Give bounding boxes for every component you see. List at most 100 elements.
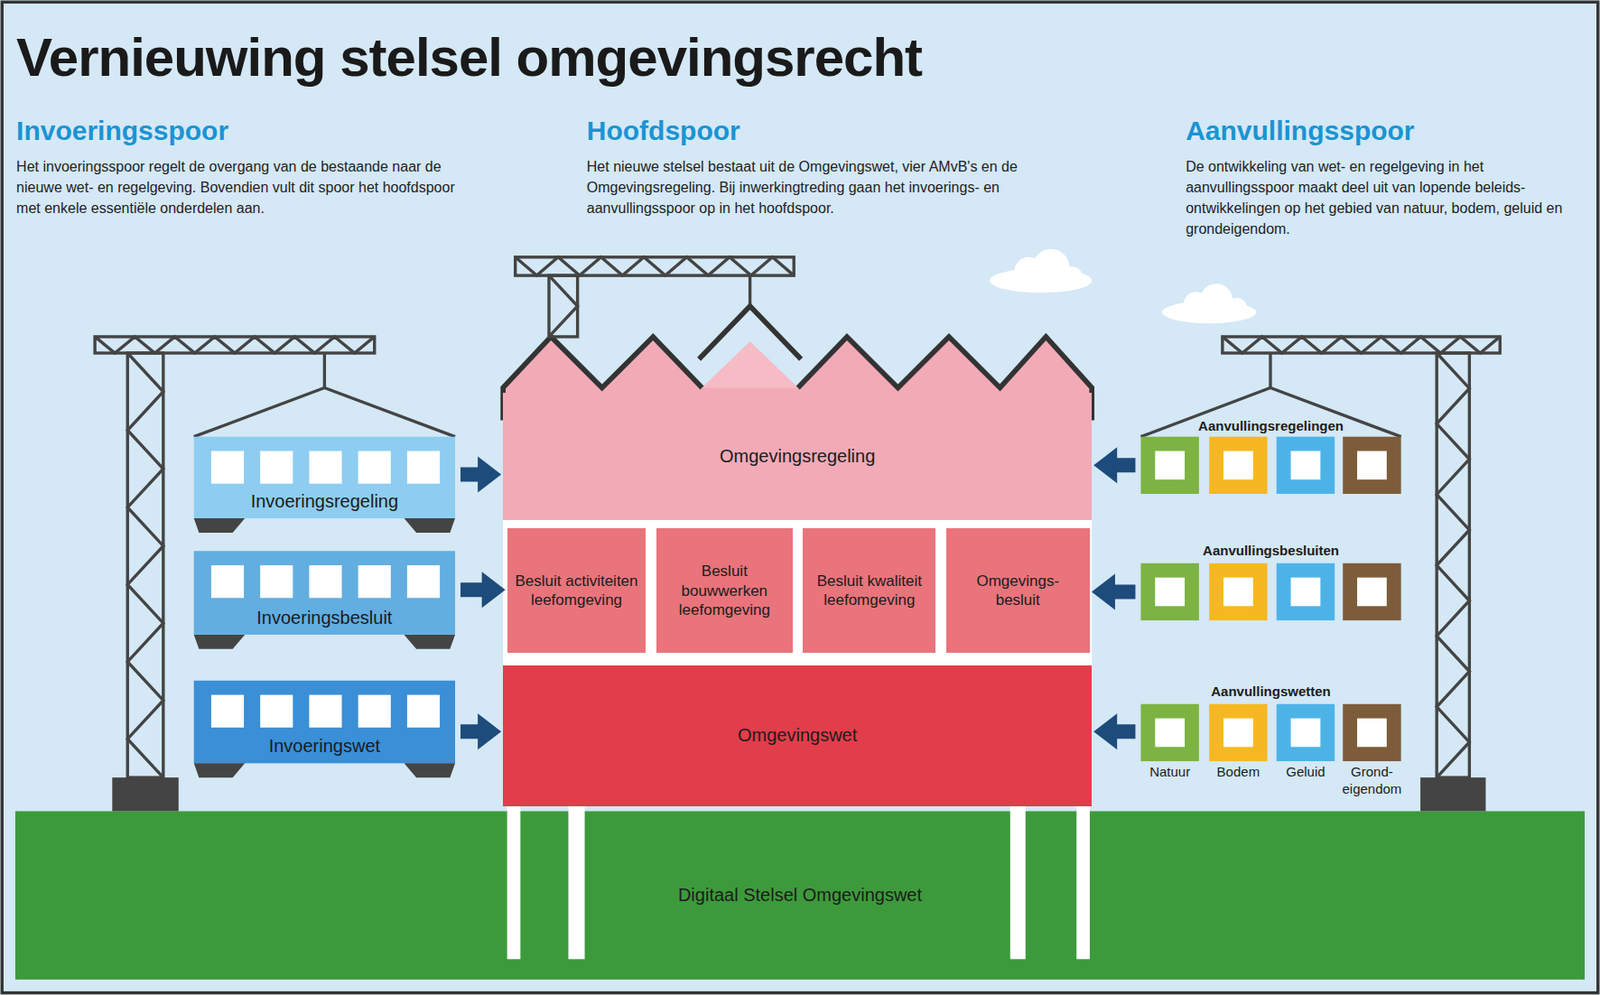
car-window: [260, 565, 293, 598]
lattice-brace: [1222, 336, 1500, 354]
topic-square: [1140, 563, 1199, 621]
track-description: Het invoeringsspoor regelt de overgang v…: [16, 156, 471, 220]
topic-window: [1357, 451, 1387, 481]
arrow-connector: [460, 571, 506, 608]
node-label: Omgevingsregeling: [719, 445, 875, 468]
law-band: Omgevingswet: [502, 665, 1092, 807]
lattice-brace: [515, 257, 795, 276]
arrow-connector: [1093, 713, 1135, 750]
topic-window: [1154, 718, 1185, 748]
node-label: Invoeringsbesluit: [256, 606, 392, 630]
topic-square: [1209, 437, 1267, 494]
track-heading: Hoofdspoor: [586, 115, 1047, 147]
car-window: [358, 695, 391, 728]
topic-square: [1209, 704, 1267, 762]
square-row: [1140, 437, 1401, 762]
decree-box: Besluit kwaliteit leefomgeving: [802, 528, 936, 653]
track-description: De ontwikkeling van wet- en regelgeving …: [1185, 156, 1582, 241]
car-window: [260, 451, 293, 484]
train-car: [194, 680, 456, 778]
topic-window: [1223, 577, 1254, 607]
cloud: [989, 249, 1092, 294]
roof-piece: [702, 342, 799, 389]
node-label: Omgevingswet: [737, 724, 857, 747]
topic-window: [1154, 451, 1185, 481]
topic-window: [1223, 718, 1254, 748]
topic-square: Geluid: [1268, 704, 1343, 782]
regulation-band: Omgevingsregeling: [502, 392, 1092, 521]
topic-window: [1357, 577, 1387, 607]
lattice-frame: [1436, 353, 1470, 778]
topic-window: [1291, 718, 1321, 748]
car-window: [260, 695, 293, 728]
window-row: [211, 451, 440, 728]
car-window: [407, 565, 440, 598]
roof: [502, 336, 1092, 400]
topic-square: Grond- eigendom: [1334, 704, 1409, 799]
lattice-frame: [127, 353, 164, 778]
lattice-brace: [548, 275, 578, 337]
topic-square: [1276, 563, 1335, 621]
arrow-connector: [1091, 573, 1136, 610]
car-window: [308, 695, 342, 728]
topic-square: Bodem: [1200, 704, 1275, 782]
topic-square: [1209, 563, 1267, 621]
decree-box: Omgevings- besluit: [946, 528, 1090, 653]
car-window: [211, 451, 244, 484]
track-heading: Aanvullingsspoor: [1185, 115, 1584, 147]
node-label: Besluit kwaliteit leefomgeving: [807, 571, 932, 611]
train-car: [194, 437, 456, 533]
track-description: Het nieuwe stelsel bestaat uit de Omgevi…: [586, 156, 1036, 220]
car-window: [308, 565, 342, 598]
decree-box: Besluit activiteiten leefomgeving: [507, 528, 647, 653]
topic-square: [1342, 704, 1401, 762]
arrow-connector: [1093, 446, 1135, 484]
train-car-box: Invoeringsregeling: [194, 437, 456, 519]
topic-square: [1276, 437, 1335, 494]
topic-square: [1342, 437, 1401, 494]
node-label: Besluit activiteiten leefomgeving: [512, 571, 641, 611]
node-label: Aanvullingsregelingen: [1195, 418, 1347, 436]
car-window: [407, 451, 440, 484]
building-gap: [502, 516, 1092, 668]
node-label: Omgevings- besluit: [967, 571, 1069, 611]
car-window: [407, 695, 440, 728]
node-label: Invoeringsregeling: [251, 490, 399, 513]
stilt: [507, 804, 1090, 960]
crane-base: [111, 777, 178, 811]
node-label: Grond- eigendom: [1334, 763, 1409, 799]
lattice-frame: [515, 257, 795, 276]
crane-hook: [698, 306, 801, 360]
topic-window: [1154, 577, 1185, 607]
car-window: [308, 451, 342, 484]
node-label: Aanvullingswetten: [1208, 683, 1334, 701]
lattice-frame: [548, 275, 578, 337]
digital-system-ground: Digitaal Stelsel Omgevingswet: [15, 810, 1585, 979]
lattice-brace: [1436, 353, 1470, 778]
supplement-row: Aanvullingsregelingen: [1140, 418, 1401, 494]
lattice-brace: [94, 336, 375, 354]
supplement-row: Aanvullingsbesluiten: [1140, 542, 1401, 620]
arrow-connector: [460, 713, 502, 750]
car-window: [211, 695, 244, 728]
topic-window: [1357, 718, 1387, 748]
topic-window: [1223, 451, 1254, 481]
supplement-row: AanvullingswettenNatuurBodemGeluidGrond-…: [1140, 683, 1401, 761]
lattice-brace: [127, 353, 164, 778]
crane-base: [1420, 777, 1486, 811]
track-heading: Invoeringsspoor: [16, 115, 476, 147]
decree-box: Besluit bouwwerken leefomgeving: [656, 528, 793, 653]
ground: [15, 810, 1585, 979]
train-car-box: Invoeringsbesluit: [194, 550, 456, 635]
lattice-frame: [94, 336, 375, 354]
node-label: Natuur: [1149, 763, 1191, 782]
car-window: [211, 565, 244, 598]
topic-square: [1342, 563, 1401, 621]
node-label: Bodem: [1217, 763, 1261, 782]
title: Vernieuwing stelsel omgevingsrecht: [16, 26, 922, 89]
car-window: [358, 451, 391, 484]
arrow-connector: [460, 455, 502, 493]
